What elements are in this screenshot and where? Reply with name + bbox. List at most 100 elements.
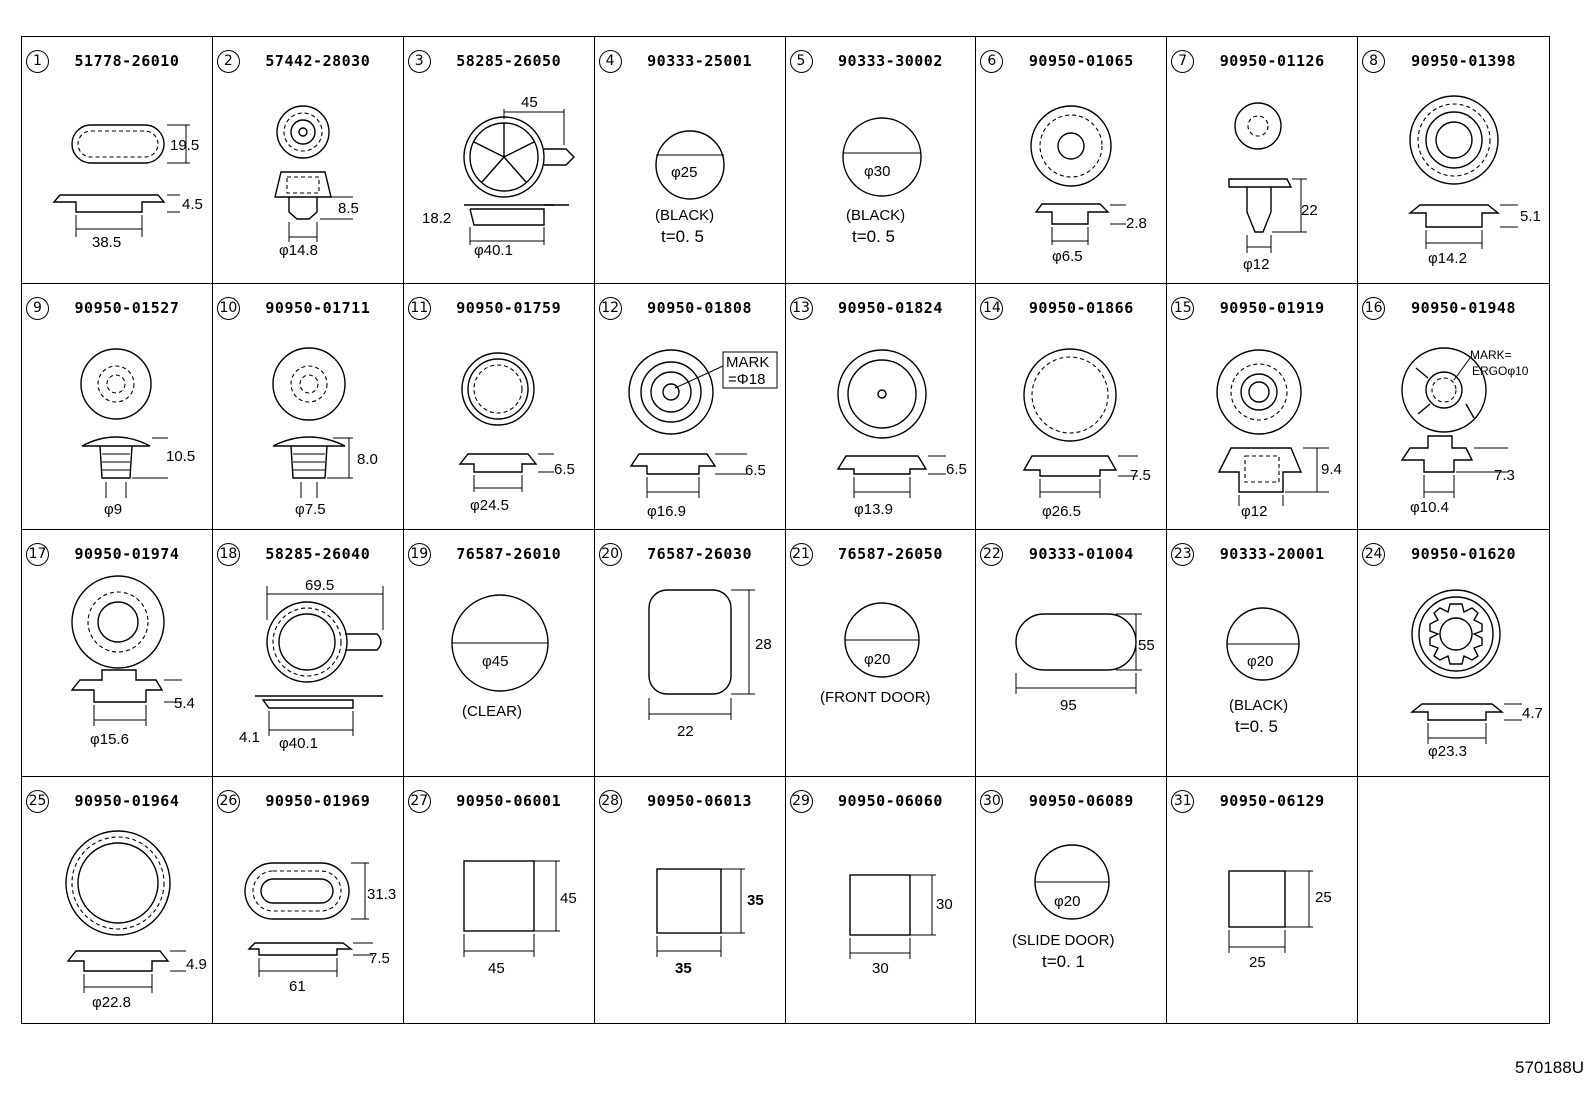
svg-text:6.5: 6.5 — [554, 461, 575, 478]
part-drawing: 35 35 — [655, 867, 764, 977]
part-cell-11: 11 90950-01759 6.5 φ24.5 — [403, 283, 595, 530]
item-number: 17 — [26, 543, 49, 566]
svg-text:φ20: φ20 — [864, 651, 890, 668]
part-cell-23: 23 90333-20001 φ20 (BLACK) t=0. 5 — [1167, 530, 1359, 777]
svg-text:=Φ18: =Φ18 — [728, 371, 765, 388]
part-number: 90950-06013 — [647, 791, 752, 810]
item-number: 19 — [407, 543, 431, 566]
svg-text:t=0. 5: t=0. 5 — [1235, 717, 1278, 736]
part-cell-7: 7 90950-01126 22 φ12 — [1167, 37, 1359, 284]
part-drawing: φ20 (SLIDE DOOR) t=0. 1 — [1012, 843, 1115, 971]
svg-text:30: 30 — [936, 896, 953, 913]
part-cell-4: 4 90333-25001 φ25 (BLACK) t=0. 5 — [594, 37, 786, 284]
part-drawing: 6.5 φ13.9 — [836, 348, 966, 518]
parts-grid: 1 51778-26010 19.5 4.5 38.5 2 57442-2803… — [21, 36, 1550, 1024]
svg-text:25: 25 — [1315, 889, 1332, 906]
svg-text:7.5: 7.5 — [1130, 467, 1151, 484]
part-cell-1: 1 51778-26010 19.5 4.5 38.5 — [22, 37, 213, 284]
svg-text:φ40.1: φ40.1 — [474, 242, 513, 259]
part-drawing: 8.5 φ14.8 — [273, 105, 359, 259]
part-drawing: φ20 (FRONT DOOR) — [820, 602, 930, 706]
part-drawing: 5.4 φ15.6 — [70, 575, 195, 748]
item-number: 23 — [1171, 543, 1195, 566]
svg-text:φ45: φ45 — [482, 653, 508, 670]
part-drawing: 8.0 φ7.5 — [272, 346, 378, 518]
svg-text:19.5: 19.5 — [170, 137, 199, 154]
part-number: 76587-26010 — [456, 545, 562, 563]
item-number: 9 — [26, 296, 49, 320]
part-cell-13: 13 90950-01824 6.5 φ13.9 — [785, 283, 977, 530]
part-drawing: 4.7 φ23.3 — [1410, 589, 1543, 760]
item-number: 2 — [216, 50, 240, 73]
svg-text:55: 55 — [1138, 637, 1155, 654]
svg-text:6.5: 6.5 — [745, 462, 766, 479]
part-cell-3: 3 58285-26050 45 18.2 φ40.1 — [403, 37, 595, 284]
svg-text:φ15.6: φ15.6 — [90, 731, 129, 748]
svg-text:φ20: φ20 — [1247, 653, 1273, 670]
item-number: 12 — [598, 296, 622, 320]
svg-text:φ24.5: φ24.5 — [470, 497, 509, 514]
part-cell-16: 16 90950-01948 MARK= ERGOφ10 7.3 φ10.4 — [1358, 284, 1549, 530]
part-number: 90950-01866 — [1028, 298, 1134, 317]
part-drawing: 2.8 φ6.5 — [1030, 105, 1147, 265]
part-drawing: 4.9 φ22.8 — [65, 829, 207, 1011]
svg-text:(BLACK): (BLACK) — [846, 207, 905, 224]
empty-cell — [1358, 777, 1549, 1024]
part-drawing: 5.1 φ14.2 — [1408, 95, 1541, 267]
part-cell-31: 31 90950-06129 25 25 — [1167, 776, 1359, 1023]
part-drawing: MARK =Φ18 6.5 φ16.9 — [627, 348, 778, 520]
part-number: 90950-01759 — [456, 298, 562, 317]
part-cell-5: 5 90333-30002 φ30 (BLACK) t=0. 5 — [785, 37, 977, 284]
svg-text:φ10.4: φ10.4 — [1410, 499, 1449, 516]
part-cell-12: 12 90950-01808 MARK =Φ18 6.5 φ16.9 — [594, 283, 786, 530]
svg-text:28: 28 — [755, 636, 772, 653]
svg-text:9.4: 9.4 — [1321, 461, 1342, 478]
part-drawing: 7.5 φ26.5 — [1023, 347, 1151, 520]
part-number: 90950-01919 — [1219, 298, 1325, 317]
svg-text:t=0. 5: t=0. 5 — [661, 227, 704, 246]
item-number: 5 — [789, 50, 813, 73]
svg-text:10.5: 10.5 — [166, 448, 195, 465]
item-number: 14 — [980, 296, 1004, 320]
part-number: 90950-06060 — [838, 791, 943, 810]
item-number: 20 — [598, 543, 622, 566]
part-cell-9: 9 90950-01527 10.5 φ9 — [22, 283, 213, 530]
svg-text:22: 22 — [677, 723, 694, 740]
part-drawing: MARK= ERGOφ10 7.3 φ10.4 — [1400, 346, 1529, 516]
part-cell-18: 18 58285-26040 69.5 4.1 φ40.1 — [212, 530, 404, 777]
part-drawing: 9.4 φ12 — [1216, 348, 1342, 520]
svg-text:φ7.5: φ7.5 — [295, 501, 326, 518]
svg-text:35: 35 — [675, 960, 692, 977]
svg-text:95: 95 — [1060, 697, 1077, 714]
part-cell-8: 8 90950-01398 5.1 φ14.2 — [1358, 37, 1549, 284]
item-number: 13 — [789, 296, 813, 320]
item-number: 8 — [1362, 50, 1386, 73]
svg-text:MARK=: MARK= — [1470, 348, 1512, 362]
item-number: 7 — [1171, 50, 1195, 73]
svg-text:(CLEAR): (CLEAR) — [462, 703, 522, 720]
part-number: 90950-01527 — [74, 298, 180, 317]
svg-text:φ14.8: φ14.8 — [279, 242, 318, 259]
svg-text:30: 30 — [872, 960, 889, 977]
part-number: 90950-01398 — [1411, 52, 1516, 70]
part-drawing: 45 18.2 φ40.1 — [422, 94, 575, 259]
part-drawing: 25 25 — [1228, 869, 1332, 971]
svg-text:φ13.9: φ13.9 — [854, 501, 893, 518]
part-cell-27: 27 90950-06001 45 45 — [404, 776, 595, 1023]
svg-text:35: 35 — [747, 892, 764, 909]
item-number: 1 — [26, 50, 49, 73]
svg-text:MARK: MARK — [726, 354, 769, 371]
part-cell-25: 25 90950-01964 4.9 φ22.8 — [22, 776, 213, 1023]
svg-text:φ23.3: φ23.3 — [1428, 743, 1467, 760]
part-number: 90950-01711 — [265, 298, 371, 317]
part-number: 90950-01948 — [1411, 298, 1516, 317]
part-number: 90333-20001 — [1219, 545, 1325, 563]
part-drawing: φ30 (BLACK) t=0. 5 — [841, 117, 922, 246]
part-drawing: 69.5 4.1 φ40.1 — [239, 577, 384, 752]
svg-text:45: 45 — [521, 94, 538, 111]
svg-text:2.8: 2.8 — [1126, 215, 1147, 232]
svg-text:φ20: φ20 — [1054, 893, 1080, 910]
part-number: 90333-25001 — [647, 52, 752, 70]
item-number: 11 — [407, 296, 431, 320]
item-number: 22 — [980, 543, 1004, 566]
